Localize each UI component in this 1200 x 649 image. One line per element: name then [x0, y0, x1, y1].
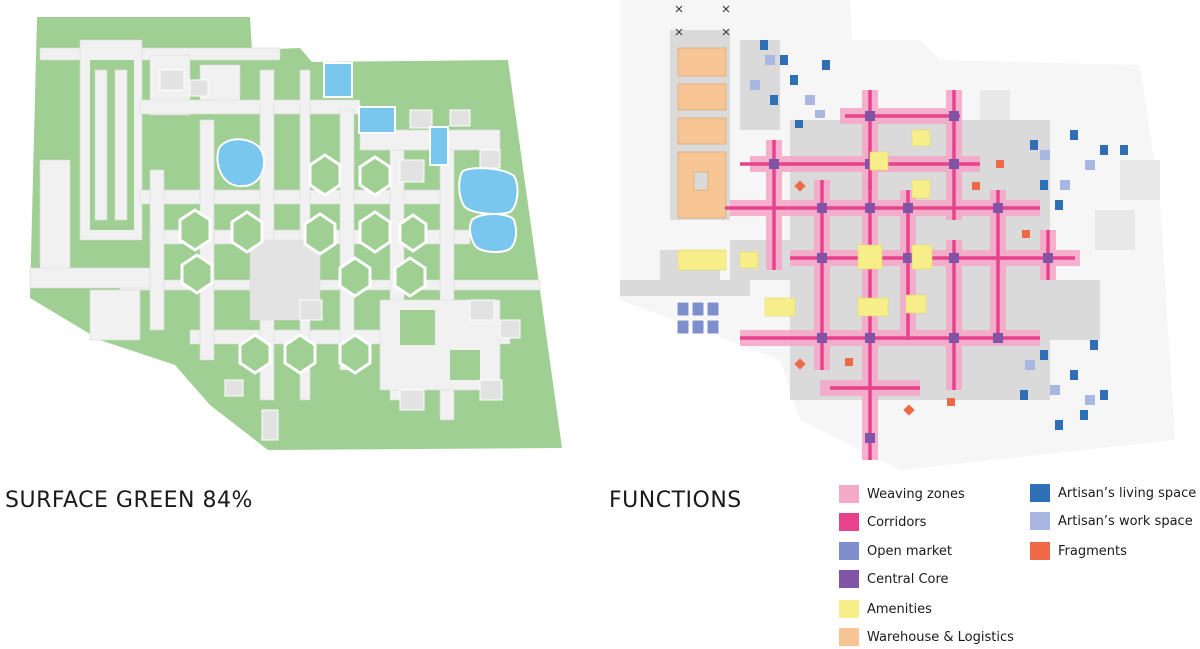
work-swatch-icon	[1030, 512, 1050, 530]
weaving-swatch-icon	[839, 485, 859, 503]
functions-plan	[620, 0, 1175, 470]
building-clusters	[159, 69, 521, 441]
water-bodies	[216, 62, 519, 253]
amenity-blocks	[677, 129, 933, 317]
legend-label: Corridors	[867, 514, 927, 530]
living-swatch-icon	[1030, 484, 1050, 502]
legend-label: Warehouse & Logistics	[867, 629, 1014, 645]
open-market-blocks	[676, 301, 720, 335]
central-core-nodes	[769, 111, 1053, 443]
fragment-blocks	[794, 160, 1030, 416]
green-surface-plan	[29, 17, 562, 450]
legend-item-central-core: Central Core	[839, 569, 949, 589]
core-swatch-icon	[839, 570, 859, 588]
legend-label: Open market	[867, 543, 952, 559]
legend-label: Weaving zones	[867, 486, 965, 502]
artisan-work-blocks	[750, 55, 1095, 405]
market-swatch-icon	[839, 542, 859, 560]
legend-label: Artisan’s work space	[1058, 513, 1193, 529]
legend-item-artisan-work: Artisan’s work space	[1030, 511, 1193, 531]
legend-label: Fragments	[1058, 543, 1127, 559]
legend-label: Central Core	[867, 571, 949, 587]
corridor-swatch-icon	[839, 513, 859, 531]
artisan-living-blocks	[760, 40, 1128, 430]
warehouse-blocks	[677, 47, 727, 219]
legend-item-artisan-living: Artisan’s living space	[1030, 483, 1196, 503]
functions-caption: FUNCTIONS	[609, 488, 742, 513]
x-marks	[675, 5, 730, 36]
octagon-courts	[178, 153, 428, 375]
legend-label: Artisan’s living space	[1058, 485, 1197, 501]
amenity-swatch-icon	[839, 600, 859, 618]
legend-item-weaving-zones: Weaving zones	[839, 484, 965, 504]
surface-green-caption: SURFACE GREEN 84%	[5, 488, 253, 513]
legend-item-warehouse: Warehouse & Logistics	[839, 627, 1014, 647]
warehouse-swatch-icon	[839, 628, 859, 646]
legend-item-corridors: Corridors	[839, 512, 926, 532]
legend-item-fragments: Fragments	[1030, 541, 1127, 561]
legend-item-open-market: Open market	[839, 541, 952, 561]
legend-label: Amenities	[867, 601, 932, 617]
legend-item-amenities: Amenities	[839, 599, 932, 619]
fragment-swatch-icon	[1030, 542, 1050, 560]
